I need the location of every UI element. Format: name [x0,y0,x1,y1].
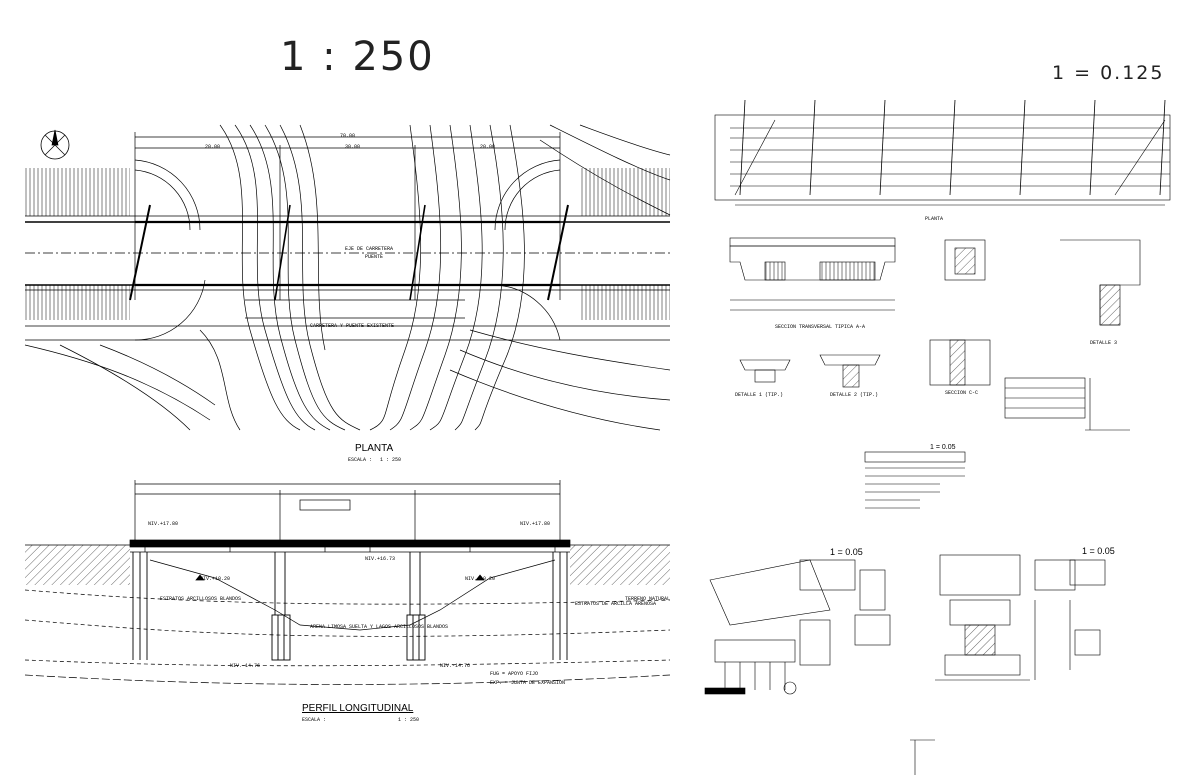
profile-level-nw-right: NIV.+10.20 [465,576,495,582]
rs-section-cc: SECCION C-C [945,390,978,396]
profile-view [24,480,671,685]
rs-detail-1: DETALLE 1 (TIP.) [735,392,783,398]
detail-left-scale: 1 = 0.05 [830,547,863,557]
profile-level-bottom-right: NIV.-14.76 [440,663,470,669]
plan-dim-2: 30.00 [345,144,360,150]
profile-note-terrain: TERRENO NATURAL [625,596,670,602]
profile-level-bottom-left: NIV.-14.76 [230,663,260,669]
plan-axis-label: EJE DE CARRETERA [345,246,393,252]
profile-level-deck: NIV.+16.73 [365,556,395,562]
profile-level-left: NIV.+17.80 [148,521,178,527]
profile-scale-value: 1 : 250 [398,717,420,723]
profile-legend-1: FUG = APOYO FIJO [490,671,538,677]
right-sheet-annotations: PLANTA SECCION TRANSVERSAL TIPICA A-A DE… [735,216,1117,398]
north-arrow-icon [40,129,70,160]
profile-annotations: NIV.+17.80 NIV.+17.80 NIV.+16.73 NIV.+10… [148,521,670,686]
profile-level-nw-left: NIV.+10.20 [200,576,230,582]
plan-bridge-label: PUENTE [365,254,383,260]
plan-road-note: CARRETERA Y PUENTE EXISTENTE [310,323,394,329]
plan-scale-label: ESCALA : [348,457,373,463]
main-scale-label: 1 : 250 [280,34,435,80]
rs-section-title: SECCION TRANSVERSAL TIPICA A-A [775,324,865,330]
profile-title: PERFIL LONGITUDINAL [302,703,414,714]
plan-annotations: 20.00 30.00 20.00 70.00 EJE DE CARRETERA… [205,133,495,329]
detail-middle-scale: 1 = 0.05 [930,444,956,451]
profile-note-strata-left: ESTRATOS ARCILLOSOS BLANDOS [160,596,241,602]
profile-legend-2: EXP. = JUNTA DE EXPANSION [490,680,565,686]
right-sheet [704,99,1171,775]
rs-plan-title: PLANTA [925,216,943,222]
profile-note-strata-mid: ARENA LIMOSA SUELTA Y LAGOS ARCILLOSOS B… [310,624,448,630]
detail-right-scale: 1 = 0.05 [1082,546,1115,556]
rs-detail-3: DETALLE 3 [1090,340,1117,346]
profile-scale-label: ESCALA : [302,717,327,723]
plan-dim-1: 20.00 [205,144,220,150]
right-scale-label: 1 = 0.125 [1052,62,1165,84]
plan-view [24,124,671,431]
plan-title: PLANTA [355,443,394,454]
rs-detail-2: DETALLE 2 (TIP.) [830,392,878,398]
profile-level-right: NIV.+17.80 [520,521,550,527]
plan-dim-3: 20.00 [480,144,495,150]
plan-dim-total: 70.00 [340,133,355,139]
plan-scale-value: 1 : 250 [380,457,402,463]
profile-note-strata-right: ESTRATOS DE ARCILLA ARENOSA [575,601,656,607]
